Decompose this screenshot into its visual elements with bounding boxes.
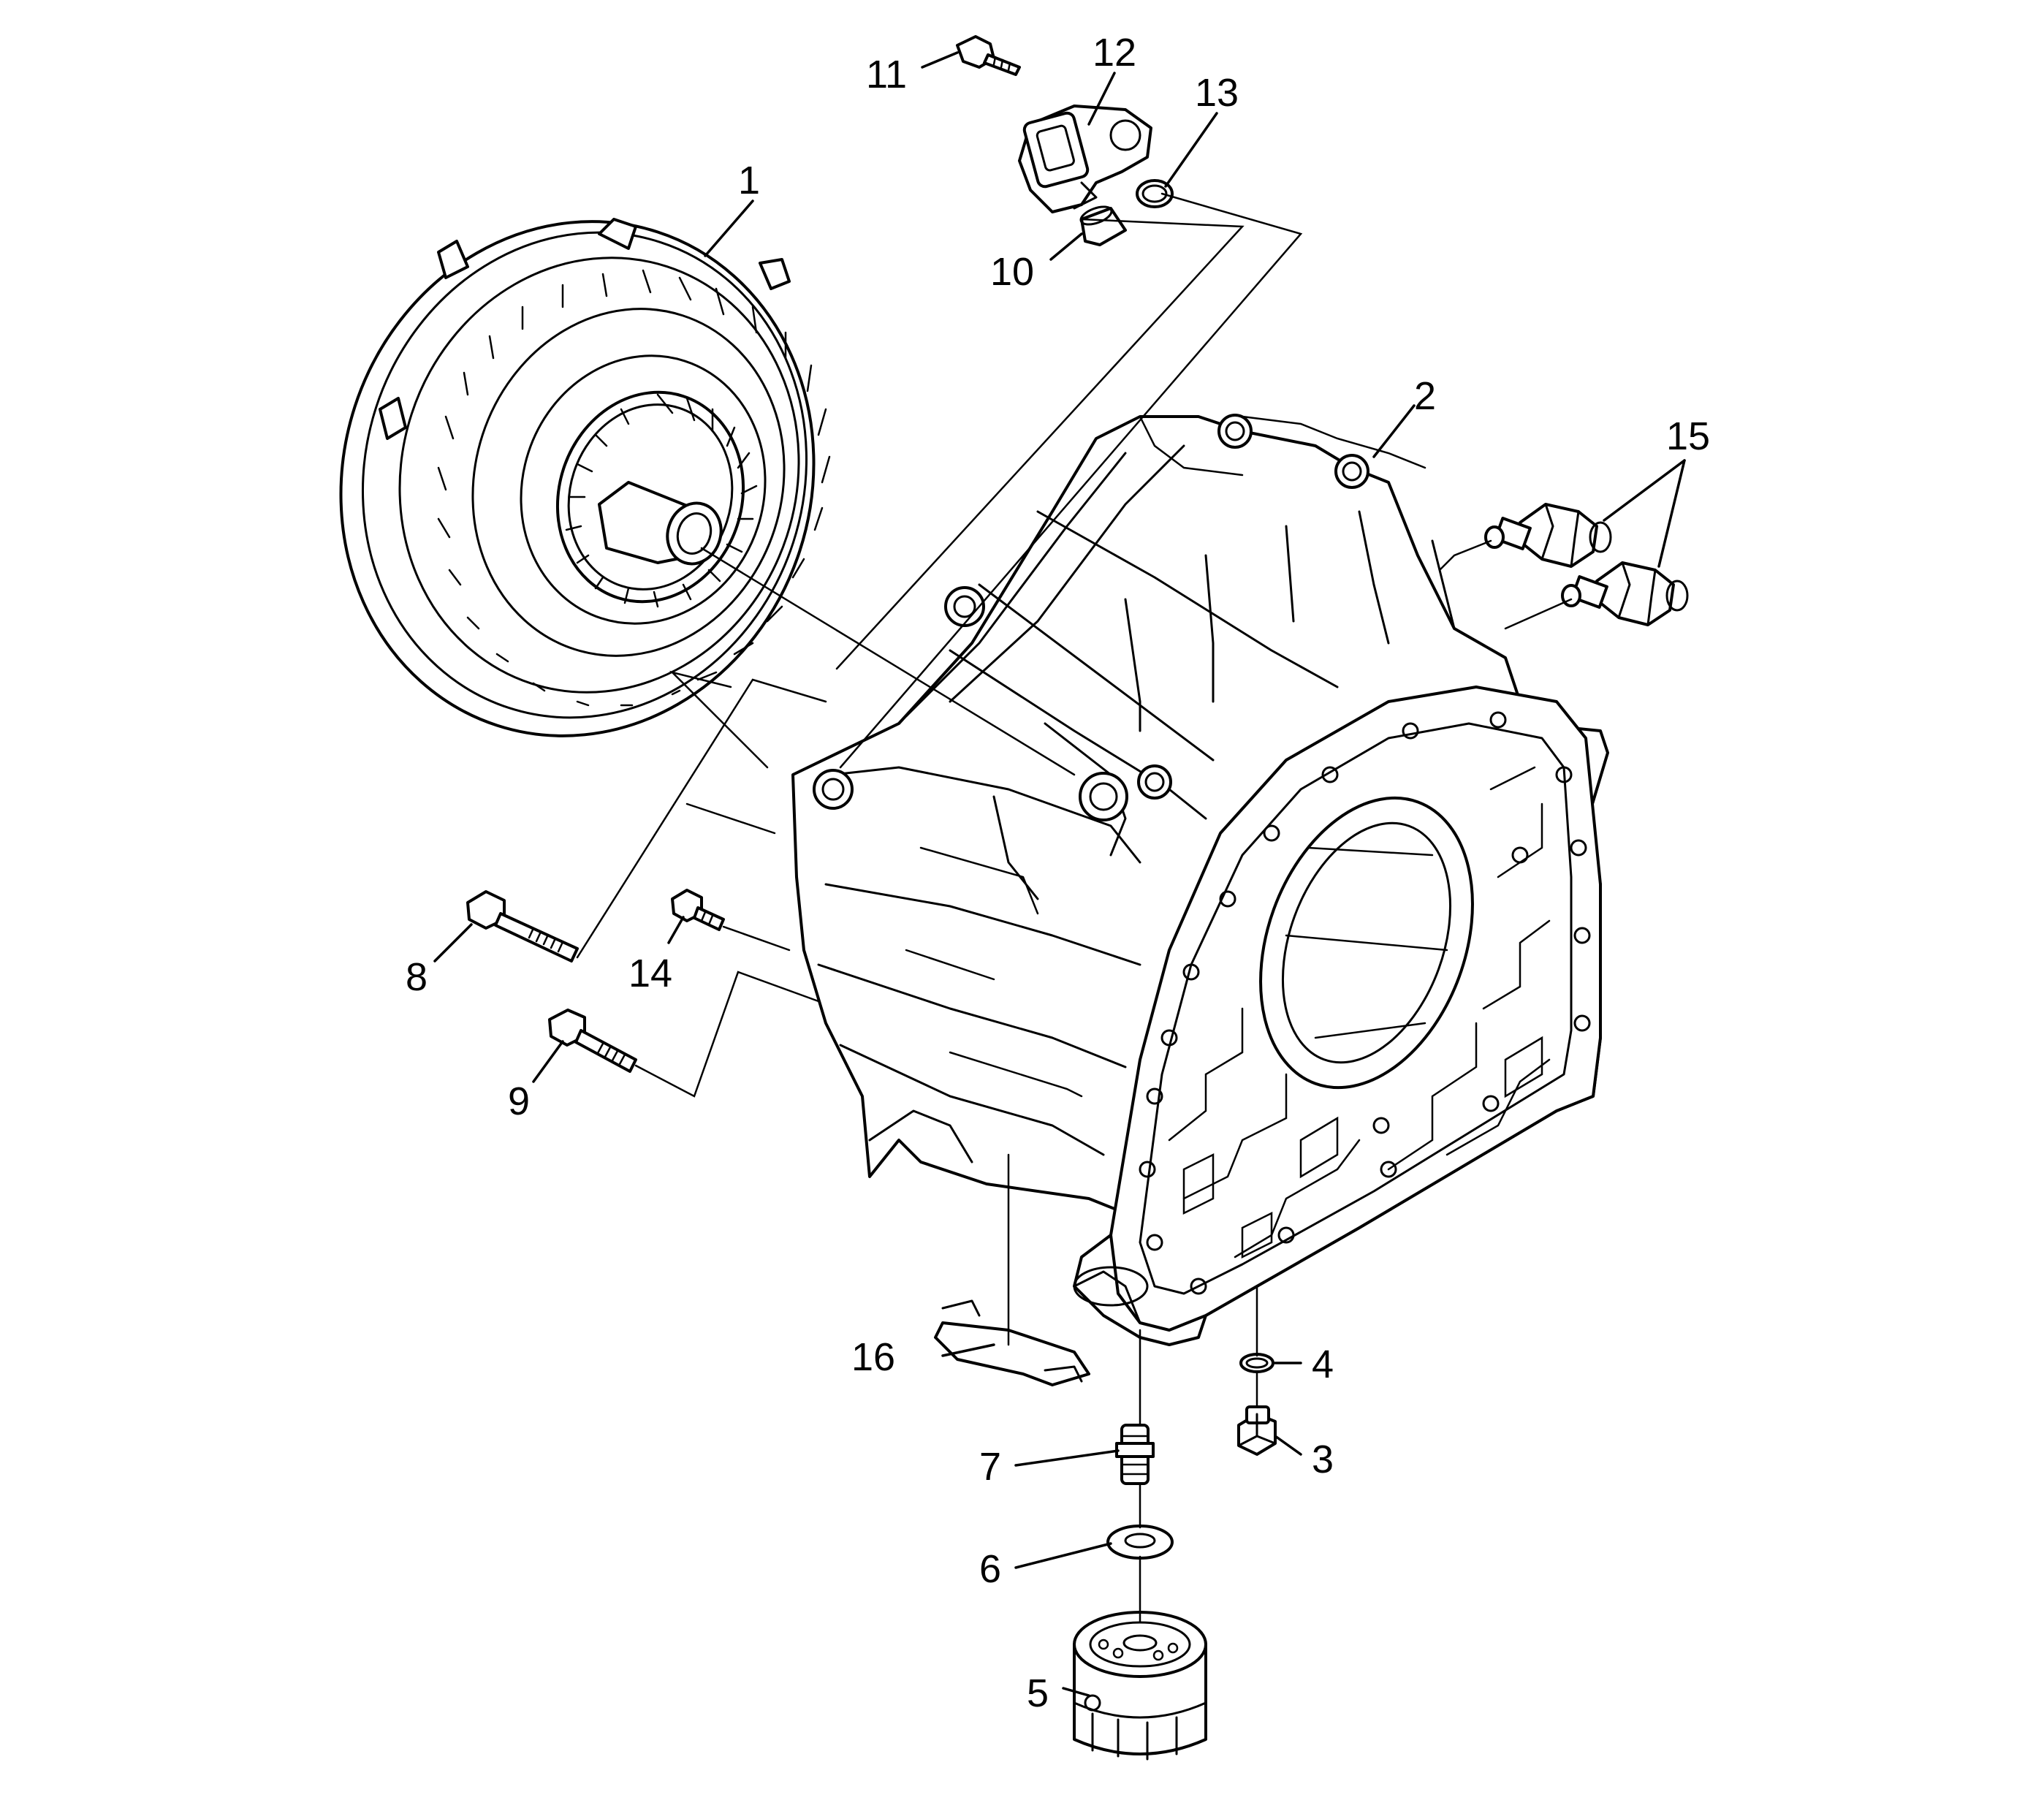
drain-plug-o-ring xyxy=(1239,1353,1274,1373)
callout-3: 3 xyxy=(1312,1438,1334,1481)
callout-13: 13 xyxy=(1195,71,1239,115)
speed-sensor-upper xyxy=(1484,503,1612,568)
torque-converter xyxy=(339,218,831,737)
assembly-lines xyxy=(576,192,1573,1624)
callout-16: 16 xyxy=(851,1335,895,1379)
callout-10: 10 xyxy=(990,250,1034,294)
callout-12: 12 xyxy=(1093,31,1136,75)
callout-9: 9 xyxy=(508,1079,530,1123)
bolt-14 xyxy=(671,889,725,931)
filter-fitting xyxy=(1115,1424,1155,1485)
sensor-bolt xyxy=(956,35,1021,76)
callout-15: 15 xyxy=(1666,414,1710,458)
callout-4: 4 xyxy=(1312,1343,1334,1386)
callout-2: 2 xyxy=(1414,374,1436,418)
callout-14: 14 xyxy=(628,952,672,995)
filter-washer xyxy=(1106,1525,1174,1560)
flange-bolt-holes xyxy=(1139,711,1591,1295)
callout-6: 6 xyxy=(979,1547,1001,1591)
bolt-9 xyxy=(548,1009,637,1073)
drain-plug xyxy=(1237,1405,1277,1456)
sensor-cap xyxy=(1079,205,1127,246)
bolt-8 xyxy=(466,890,579,963)
sensor-o-ring xyxy=(1136,179,1174,208)
callout-11: 11 xyxy=(866,53,907,96)
callout-5: 5 xyxy=(1027,1671,1049,1715)
transmission-case xyxy=(791,414,1609,1346)
callout-8: 8 xyxy=(406,955,428,999)
callout-leaders xyxy=(433,51,1686,1697)
callout-labels: 1 2 3 4 5 6 7 8 9 10 11 12 13 14 15 16 xyxy=(406,31,1710,1715)
callout-1: 1 xyxy=(738,159,760,202)
oil-filter xyxy=(1073,1611,1207,1761)
position-sensor xyxy=(1018,105,1152,213)
turbine-vanes xyxy=(565,393,758,608)
clip-plate xyxy=(934,1299,1090,1386)
callout-7: 7 xyxy=(979,1445,1001,1489)
converter-fins xyxy=(437,269,831,707)
speed-sensor-lower xyxy=(1561,561,1689,626)
